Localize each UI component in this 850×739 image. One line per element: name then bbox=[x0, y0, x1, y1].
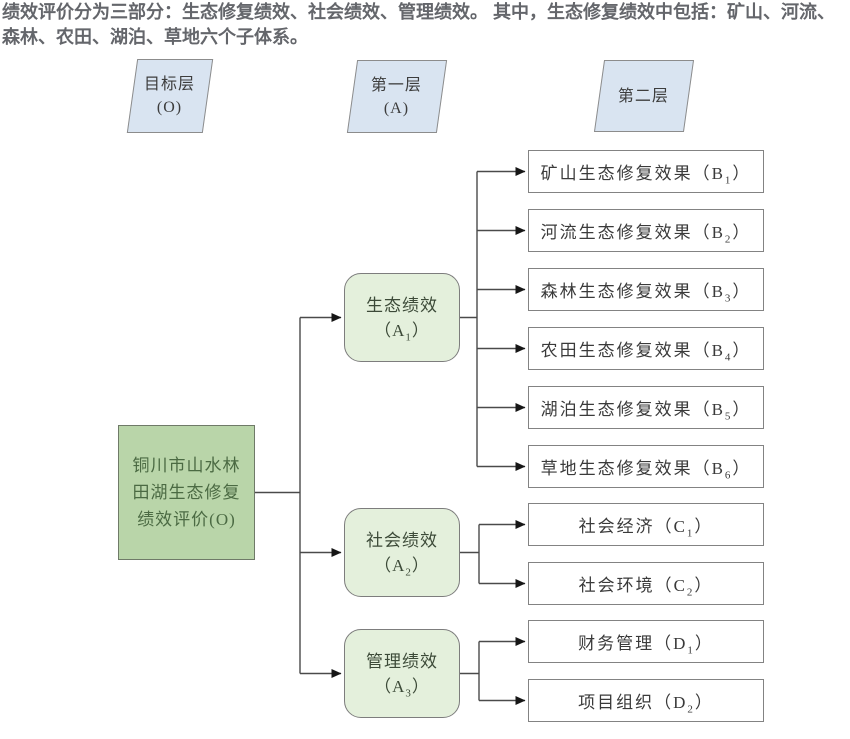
layer-header-first: 第一层 (A) bbox=[346, 60, 448, 133]
leaf-node-d1: 财务管理（D1） bbox=[528, 620, 764, 663]
leaf-b4-label: 农田生态修复效果（B4） bbox=[540, 341, 752, 364]
leaf-node-c1: 社会经济（C1） bbox=[528, 503, 764, 546]
leaf-b5-label: 湖泊生态修复效果（B5） bbox=[540, 400, 752, 423]
branch-node-a2: 社会绩效 （A2） bbox=[344, 508, 460, 597]
branch-a2-code: （A2） bbox=[374, 555, 430, 578]
leaf-d1-label: 财务管理（D1） bbox=[578, 634, 714, 657]
branch-node-a1: 生态绩效 （A1） bbox=[344, 273, 460, 362]
root-line-2: 田湖生态修复 bbox=[132, 483, 241, 502]
branch-a1-code: （A1） bbox=[374, 320, 430, 343]
layer-header-first-label: 第一层 (A) bbox=[371, 76, 423, 117]
branch-a1-label: 生态绩效 bbox=[366, 295, 438, 315]
intro-text: 绩效评价分为三部分：生态修复绩效、社会绩效、管理绩效。 其中，生态修复绩效中包括… bbox=[2, 2, 835, 47]
branch-a3-label: 管理绩效 bbox=[366, 651, 438, 671]
leaf-b2-label: 河流生态修复效果（B2） bbox=[540, 223, 752, 246]
leaf-node-d2: 项目组织（D2） bbox=[528, 679, 764, 722]
branch-a3-code: （A3） bbox=[374, 676, 430, 699]
leaf-node-b2: 河流生态修复效果（B2） bbox=[528, 209, 764, 252]
leaf-node-b5: 湖泊生态修复效果（B5） bbox=[528, 386, 764, 429]
root-line-3: 绩效评价(O) bbox=[137, 510, 236, 529]
leaf-b6-label: 草地生态修复效果（B6） bbox=[540, 459, 752, 482]
layer-header-second: 第二层 bbox=[593, 60, 695, 132]
layer-header-objective: 目标层 (O) bbox=[126, 59, 214, 133]
leaf-node-b6: 草地生态修复效果（B6） bbox=[528, 445, 764, 488]
root-line-1: 铜川市山水林 bbox=[132, 456, 241, 475]
layer-header-second-label: 第二层 bbox=[618, 87, 670, 105]
leaf-node-b4: 农田生态修复效果（B4） bbox=[528, 327, 764, 370]
leaf-b1-label: 矿山生态修复效果（B1） bbox=[540, 164, 752, 187]
leaf-node-b1: 矿山生态修复效果（B1） bbox=[528, 150, 764, 193]
leaf-c2-label: 社会环境（C2） bbox=[578, 576, 714, 599]
leaf-b3-label: 森林生态修复效果（B3） bbox=[540, 282, 752, 305]
leaf-node-b3: 森林生态修复效果（B3） bbox=[528, 268, 764, 311]
branch-a2-label: 社会绩效 bbox=[366, 530, 438, 550]
leaf-c1-label: 社会经济（C1） bbox=[578, 517, 714, 540]
root-node: 铜川市山水林 田湖生态修复 绩效评价(O) bbox=[118, 425, 255, 560]
branch-node-a3: 管理绩效 （A3） bbox=[344, 629, 460, 718]
leaf-d2-label: 项目组织（D2） bbox=[578, 693, 714, 716]
layer-header-objective-label: 目标层 (O) bbox=[144, 76, 196, 116]
leaf-node-c2: 社会环境（C2） bbox=[528, 562, 764, 605]
